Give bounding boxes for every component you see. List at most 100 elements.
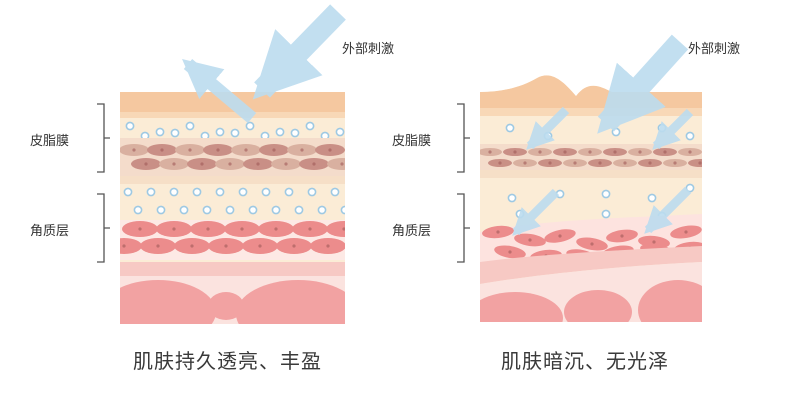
cell-nucleus — [688, 150, 692, 154]
deep-cell — [638, 280, 702, 322]
cell-dot — [133, 205, 143, 215]
cell-dot — [351, 129, 358, 136]
cell-dot — [685, 131, 695, 141]
arrow-icon — [597, 34, 689, 134]
cell-dot — [179, 205, 189, 215]
cell-dot — [317, 205, 327, 215]
cell-nucleus — [638, 150, 642, 154]
arrow-icon — [512, 188, 560, 236]
cell-dot — [238, 187, 248, 197]
cell-dot — [335, 127, 345, 137]
cell-dot — [307, 187, 317, 197]
cell-dot — [245, 121, 255, 131]
cell-dot — [505, 123, 515, 133]
deep-cell — [120, 280, 216, 324]
arrow-icon — [182, 58, 257, 123]
cell-nucleus — [563, 150, 567, 154]
cell-nucleus — [508, 250, 512, 254]
cell-nucleus — [206, 227, 210, 231]
stimulus-label: 外部刺激 — [688, 42, 741, 57]
cell-nucleus — [172, 162, 176, 166]
cell-nucleus — [673, 161, 677, 165]
bracket-icon — [97, 193, 110, 263]
cell-nucleus — [598, 161, 602, 165]
cell-nucleus — [244, 148, 248, 152]
cell-nucleus — [224, 244, 228, 248]
cell-dot — [290, 128, 300, 138]
cell-nucleus — [663, 150, 667, 154]
right-skin-cross-section — [457, 34, 702, 322]
cell-nucleus — [188, 148, 192, 152]
cell-nucleus — [190, 244, 194, 248]
cell-nucleus — [342, 227, 345, 231]
cell-nucleus — [312, 162, 316, 166]
cell-dot — [330, 187, 340, 197]
left-skin-cross-section — [97, 4, 358, 324]
cell-dot — [125, 121, 135, 131]
cell-dot — [275, 127, 285, 137]
cell-nucleus — [623, 161, 627, 165]
cell-nucleus — [300, 148, 304, 152]
cell-dot — [647, 193, 657, 203]
cell-dot — [146, 187, 156, 197]
cell-nucleus — [132, 148, 136, 152]
skin-cell — [120, 238, 142, 254]
cell-dot — [215, 187, 225, 197]
cell-nucleus — [228, 162, 232, 166]
cell-nucleus — [620, 234, 624, 238]
cell-dot — [271, 205, 281, 215]
cell-nucleus — [496, 230, 500, 234]
cell-dot — [215, 127, 225, 137]
cell-nucleus — [538, 150, 542, 154]
cell-nucleus — [328, 148, 332, 152]
cell-dot — [170, 128, 180, 138]
cell-nucleus — [652, 240, 656, 244]
cell-nucleus — [156, 244, 160, 248]
cell-nucleus — [200, 162, 204, 166]
cell-nucleus — [588, 150, 592, 154]
cell-dot — [305, 121, 315, 131]
cell-dot — [230, 128, 240, 138]
stratum-layer-label: 角质层 — [392, 224, 432, 239]
cell-dot — [169, 187, 179, 197]
cell-dot — [284, 187, 294, 197]
cell-dot — [225, 205, 235, 215]
deep-cell — [208, 292, 244, 320]
cell-dot — [192, 187, 202, 197]
cell-nucleus — [172, 227, 176, 231]
stratum-layer-label: 角质层 — [30, 224, 70, 239]
cell-nucleus — [292, 244, 296, 248]
cell-dot — [601, 189, 611, 199]
cell-nucleus — [513, 150, 517, 154]
stimulus-label: 外部刺激 — [342, 42, 395, 57]
cell-nucleus — [240, 227, 244, 231]
cell-nucleus — [613, 150, 617, 154]
bracket-icon — [97, 103, 110, 173]
pink-band — [480, 246, 702, 284]
cell-dot — [248, 205, 258, 215]
bracket-icon — [457, 193, 470, 263]
cell-nucleus — [558, 234, 562, 238]
arrow-icon — [652, 108, 694, 150]
cell-nucleus — [258, 244, 262, 248]
cell-nucleus — [308, 227, 312, 231]
cell-nucleus — [523, 161, 527, 165]
cell-nucleus — [340, 162, 344, 166]
cell-nucleus — [548, 161, 552, 165]
sebum-layer-label: 皮脂膜 — [30, 134, 70, 149]
arrow-icon — [526, 106, 570, 150]
cell-dot — [685, 183, 695, 193]
cell-dot — [340, 205, 345, 215]
right-caption: 肌肤暗沉、无光泽 — [501, 349, 669, 373]
cell-nucleus — [274, 227, 278, 231]
skin-cell — [327, 158, 345, 170]
deep-cell — [236, 280, 345, 324]
cell-nucleus — [488, 150, 492, 154]
cell-nucleus — [122, 244, 126, 248]
deep-cell — [564, 290, 632, 322]
cell-dot — [515, 209, 525, 219]
cell-nucleus — [528, 238, 532, 242]
cell-nucleus — [138, 227, 142, 231]
cell-nucleus — [144, 162, 148, 166]
cell-dot — [123, 187, 133, 197]
